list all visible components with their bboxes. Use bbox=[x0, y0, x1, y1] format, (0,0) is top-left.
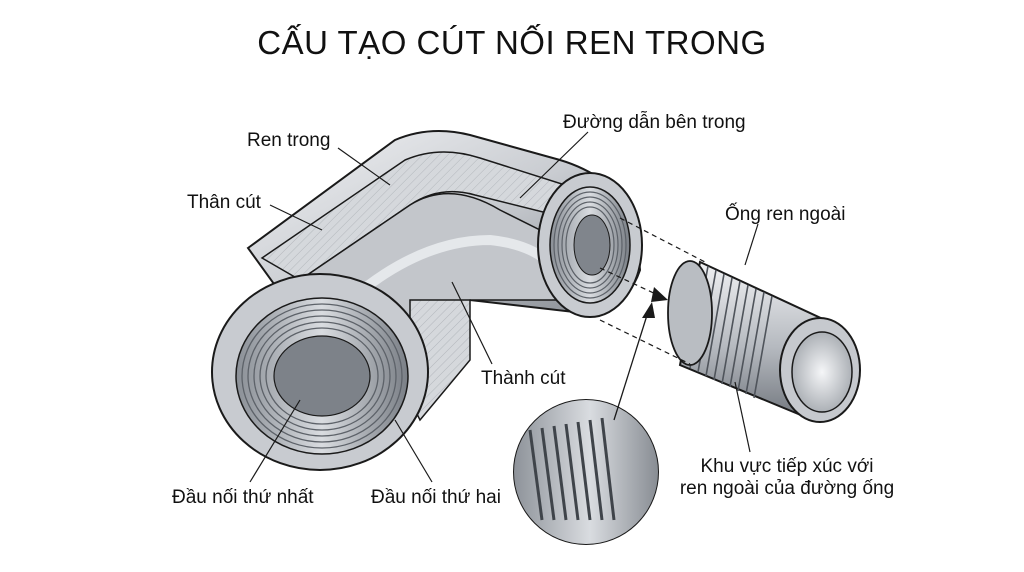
first-opening bbox=[211, 273, 429, 471]
label-ren-trong: Ren trong bbox=[247, 130, 331, 151]
label-khu-vuc-line1: Khu vực tiếp xúc với bbox=[700, 456, 874, 477]
second-opening bbox=[537, 172, 643, 318]
label-ong-ren-ngoai: Ống ren ngoài bbox=[725, 204, 846, 225]
guide-lines bbox=[599, 217, 706, 365]
diagram-title: CẤU TẠO CÚT NỐI REN TRONG bbox=[257, 24, 767, 61]
leader-lines bbox=[249, 131, 759, 483]
label-than-cut: Thân cút bbox=[187, 192, 261, 213]
label-dau-noi-2: Đầu nối thứ hai bbox=[371, 487, 501, 508]
label-duong-dan: Đường dẫn bên trong bbox=[563, 112, 746, 133]
threaded-pipe bbox=[667, 260, 861, 423]
label-dau-noi-1: Đầu nối thứ nhất bbox=[172, 487, 314, 508]
label-khu-vuc: Khu vực tiếp xúc với ren ngoài của đường… bbox=[672, 456, 902, 500]
zoom-circle bbox=[513, 302, 659, 545]
label-khu-vuc-line2: ren ngoài của đường ống bbox=[679, 478, 895, 499]
insertion-arrow bbox=[651, 287, 668, 302]
label-thanh-cut: Thành cút bbox=[481, 368, 566, 389]
